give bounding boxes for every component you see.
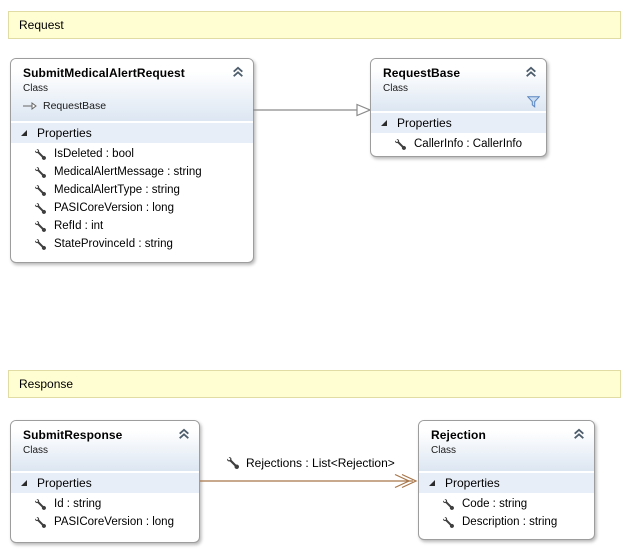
property-label: StateProvinceId : string <box>54 238 173 250</box>
property-row[interactable]: Code : string <box>419 495 594 513</box>
expanded-triangle-icon <box>428 479 436 487</box>
collapse-chevron-icon[interactable] <box>232 66 244 78</box>
collapse-chevron-icon[interactable] <box>525 66 537 78</box>
class-stereotype: Class <box>431 445 457 456</box>
class-header: SubmitResponse Class <box>11 421 199 471</box>
property-wrench-icon <box>35 202 46 214</box>
properties-section-header[interactable]: Properties <box>371 113 546 133</box>
filter-icon[interactable] <box>527 96 540 108</box>
section-label: Properties <box>37 126 92 140</box>
base-type-row: RequestBase <box>23 100 243 112</box>
section-label: Properties <box>445 476 500 490</box>
class-stereotype: Class <box>23 83 49 94</box>
class-title: Rejection <box>431 428 486 442</box>
property-row[interactable]: PASICoreVersion : long <box>11 199 253 217</box>
property-wrench-icon <box>35 238 46 250</box>
property-wrench-icon <box>35 516 46 528</box>
property-label: Id : string <box>54 498 102 510</box>
lane-banner-label: Response <box>19 377 74 391</box>
property-wrench-icon <box>395 138 406 150</box>
property-wrench-icon <box>35 220 46 232</box>
properties-list: Id : string PASICoreVersion : long <box>11 493 199 531</box>
property-wrench-icon <box>35 148 46 160</box>
property-label: MedicalAlertMessage : string <box>54 166 202 178</box>
class-header: RequestBase Class <box>371 59 546 111</box>
property-wrench-icon <box>443 516 454 528</box>
inheritance-arrow-icon <box>23 102 37 110</box>
class-box-submit-medical-alert-request[interactable]: SubmitMedicalAlertRequest Class RequestB… <box>10 58 254 263</box>
class-box-rejection[interactable]: Rejection Class Properties Code : string… <box>418 420 595 540</box>
lane-banner-label: Request <box>19 18 64 32</box>
section-label: Properties <box>397 116 452 130</box>
property-label: PASICoreVersion : long <box>54 202 174 214</box>
property-row[interactable]: IsDeleted : bool <box>11 145 253 163</box>
property-label: Code : string <box>462 498 528 510</box>
lane-banner-request[interactable]: Request <box>8 11 621 39</box>
class-title: SubmitResponse <box>23 428 123 442</box>
properties-list: Code : string Description : string <box>419 493 594 531</box>
expanded-triangle-icon <box>20 479 28 487</box>
property-wrench-icon <box>443 498 454 510</box>
property-label: MedicalAlertType : string <box>54 184 180 196</box>
class-header: SubmitMedicalAlertRequest Class RequestB… <box>11 59 253 121</box>
inheritance-connector[interactable] <box>253 101 371 119</box>
property-row[interactable]: MedicalAlertMessage : string <box>11 163 253 181</box>
property-wrench-icon <box>35 184 46 196</box>
property-wrench-icon <box>35 166 46 178</box>
section-label: Properties <box>37 476 92 490</box>
class-header: Rejection Class <box>419 421 594 471</box>
association-label[interactable]: Rejections : List<Rejection> <box>227 456 395 470</box>
properties-section-header[interactable]: Properties <box>419 473 594 493</box>
property-row[interactable]: MedicalAlertType : string <box>11 181 253 199</box>
property-label: PASICoreVersion : long <box>54 516 174 528</box>
properties-section-header[interactable]: Properties <box>11 123 253 143</box>
properties-list: IsDeleted : bool MedicalAlertMessage : s… <box>11 143 253 253</box>
class-title: RequestBase <box>383 66 461 80</box>
lane-banner-response[interactable]: Response <box>8 370 621 398</box>
property-row[interactable]: Description : string <box>419 513 594 531</box>
class-box-request-base[interactable]: RequestBase Class Properties CallerInfo … <box>370 58 547 157</box>
association-label-text: Rejections : List<Rejection> <box>246 456 395 470</box>
association-connector[interactable] <box>200 472 418 490</box>
property-label: CallerInfo : CallerInfo <box>414 138 523 150</box>
class-box-submit-response[interactable]: SubmitResponse Class Properties Id : str… <box>10 420 200 543</box>
properties-list: CallerInfo : CallerInfo <box>371 133 546 153</box>
property-wrench-icon <box>227 457 239 469</box>
expanded-triangle-icon <box>380 119 388 127</box>
collapse-chevron-icon[interactable] <box>178 428 190 440</box>
property-label: IsDeleted : bool <box>54 148 134 160</box>
property-label: RefId : int <box>54 220 104 232</box>
property-wrench-icon <box>35 498 46 510</box>
class-stereotype: Class <box>383 83 409 94</box>
base-type-label: RequestBase <box>43 100 107 112</box>
property-row[interactable]: RefId : int <box>11 217 253 235</box>
property-row[interactable]: StateProvinceId : string <box>11 235 253 253</box>
property-label: Description : string <box>462 516 558 528</box>
property-row[interactable]: CallerInfo : CallerInfo <box>371 135 546 153</box>
class-stereotype: Class <box>23 445 49 456</box>
property-row[interactable]: Id : string <box>11 495 199 513</box>
expanded-triangle-icon <box>20 129 28 137</box>
class-title: SubmitMedicalAlertRequest <box>23 66 185 80</box>
properties-section-header[interactable]: Properties <box>11 473 199 493</box>
property-row[interactable]: PASICoreVersion : long <box>11 513 199 531</box>
collapse-chevron-icon[interactable] <box>573 428 585 440</box>
